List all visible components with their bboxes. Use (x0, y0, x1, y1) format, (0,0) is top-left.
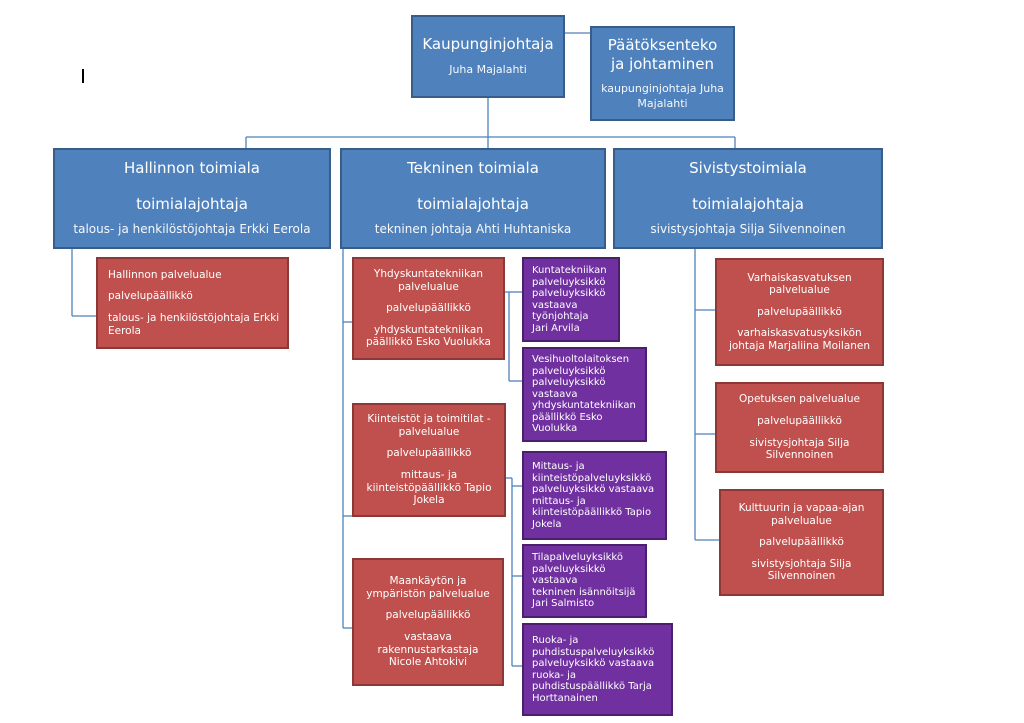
vesihuolto-line: Vuolukka (532, 423, 578, 435)
vesihuolto-line: palveluyksikkö (532, 377, 606, 389)
sivistys-title: Sivistystoimiala (689, 158, 807, 177)
hallinnon-palvelualue-role: palvelupäällikkö (108, 290, 193, 303)
kuntatekniikka-line: työnjohtaja (532, 311, 589, 322)
vesihuolto-line: yhdyskuntatekniikan (532, 400, 636, 412)
kiinteisto-person: mittaus- ja kiinteistöpäällikkö Tapio Jo… (366, 469, 492, 507)
mittaus-line: mittaus- ja (532, 495, 586, 507)
box-hallinnon-palvelualue: Hallinnon palvelualue palvelupäällikkö t… (96, 257, 289, 349)
maankaytto-role: palvelupäällikkö (385, 609, 471, 622)
vesihuolto-line: vastaava (532, 388, 578, 400)
box-maankayton-palvelualue: Maankäytön ja ympäristön palvelualue pal… (352, 558, 504, 686)
hallinto-title: Hallinnon toimiala (124, 158, 260, 177)
tilapalvelu-line: Jari Salmisto (532, 598, 595, 610)
ruoka-line: palveluyksikkö vastaava (532, 658, 655, 669)
ruoka-line: ruoka- ja (532, 669, 577, 681)
opetus-name: Opetuksen palvelualue (739, 393, 860, 406)
tekninen-role: toimialajohtaja (417, 194, 529, 213)
mittaus-line: kiinteistöpalveluyksikkö (532, 472, 652, 484)
hallinnon-palvelualue-person: talous- ja henkilöstöjohtaja Erkki Eerol… (108, 312, 280, 337)
paatoksenteko-subtitle: kaupunginjohtaja Juha Majalahti (601, 82, 724, 110)
maankaytto-person: vastaava rakennustarkastaja Nicole Ahtok… (377, 631, 479, 669)
opetus-role: palvelupäällikkö (757, 414, 842, 427)
box-vesihuoltolaitoksen-palveluyksikko: Vesihuoltolaitoksen palveluyksikkö palve… (522, 347, 647, 442)
yhdyskunta-name: Yhdyskuntatekniikan palvelualue (373, 268, 484, 293)
kulttuuri-role: palvelupäällikkö (759, 536, 844, 549)
box-yhdyskuntatekniikan-palvelualue: Yhdyskuntatekniikan palvelualue palvelup… (352, 257, 505, 360)
box-mittaus-palveluyksikko: Mittaus- ja kiinteistöpalveluyksikkö pal… (522, 451, 667, 540)
box-kulttuurin-palvelualue: Kulttuurin ja vapaa-ajan palvelualue pal… (719, 489, 884, 596)
mittaus-line: Jokela (532, 518, 562, 530)
box-varhaiskasvatuksen-palvelualue: Varhaiskasvatuksen palvelualue palvelupä… (715, 258, 884, 366)
varhaiskasvatus-name: Varhaiskasvatuksen palvelualue (747, 271, 852, 297)
sivistys-role: toimialajohtaja (692, 194, 804, 213)
ruoka-line: puhdistuspäällikkö Tarja (532, 681, 652, 692)
yhdyskunta-role: palvelupäällikkö (386, 302, 471, 315)
box-opetuksen-palvelualue: Opetuksen palvelualue palvelupäällikkö s… (715, 382, 884, 473)
tekninen-person: tekninen johtaja Ahti Huhtaniska (374, 222, 572, 237)
mittaus-line: Mittaus- ja (532, 461, 585, 472)
box-tilapalveluyksikko: Tilapalveluyksikkö palveluyksikkö vastaa… (522, 544, 647, 618)
vesihuolto-line: palveluyksikkö (532, 365, 606, 377)
varhaiskasvatus-person: varhaiskasvatusyksikön johtaja Marjaliin… (728, 327, 871, 352)
box-sivistystoimiala: Sivistystoimiala toimialajohtaja sivisty… (613, 148, 883, 249)
tilapalvelu-line: palveluyksikkö (532, 563, 606, 575)
kuntatekniikka-line: palveluyksikkö (532, 276, 606, 288)
tilapalvelu-line: tekninen isännöitsijä (532, 586, 636, 598)
kaupunginjohtaja-title: Kaupunginjohtaja (422, 35, 554, 54)
box-paatoksenteko: Päätöksenteko ja johtaminen kaupunginjoh… (590, 26, 735, 121)
kulttuuri-person: sivistysjohtaja Silja Silvennoinen (751, 557, 852, 583)
box-ruoka-puhdistuspalveluyksikko: Ruoka- ja puhdistuspalveluyksikkö palvel… (522, 623, 673, 716)
kuntatekniikka-line: Kuntatekniikan (532, 265, 607, 276)
ruoka-line: puhdistuspalveluyksikkö (532, 646, 655, 658)
vesihuolto-line: Vesihuoltolaitoksen (532, 354, 630, 366)
tilapalvelu-line: vastaava (532, 575, 578, 587)
kiinteisto-role: palvelupäällikkö (386, 447, 472, 460)
paatoksenteko-title-line2: ja johtaminen (610, 54, 715, 73)
box-kuntatekniikan-palveluyksikko: Kuntatekniikan palveluyksikkö palveluyks… (522, 257, 620, 342)
hallinto-role: toimialajohtaja (136, 194, 248, 213)
ruoka-line: Horttanainen (532, 692, 598, 704)
ruoka-line: Ruoka- ja (532, 635, 579, 646)
sivistys-person: sivistysjohtaja Silja Silvennoinen (650, 222, 846, 237)
box-kiinteistot-palvelualue: Kiinteistöt ja toimitilat -palvelualue p… (352, 403, 506, 517)
varhaiskasvatus-role: palvelupäällikkö (757, 305, 842, 318)
tekninen-title: Tekninen toimiala (407, 158, 539, 177)
hallinnon-palvelualue-name: Hallinnon palvelualue (108, 268, 222, 281)
kiinteisto-name: Kiinteistöt ja toimitilat -palvelualue (367, 413, 491, 438)
kuntatekniikka-line: vastaava (532, 299, 578, 311)
yhdyskunta-person: yhdyskuntatekniikan päällikkö Esko Vuolu… (366, 323, 491, 349)
mittaus-line: kiinteistöpäällikkö Tapio (532, 507, 652, 518)
hallinto-person: talous- ja henkilöstöjohtaja Erkki Eerol… (73, 222, 311, 237)
text-cursor (82, 69, 84, 83)
tilapalvelu-line: Tilapalveluyksikkö (532, 552, 623, 564)
kaupunginjohtaja-name: Juha Majalahti (449, 63, 527, 77)
opetus-person: sivistysjohtaja Silja Silvennoinen (749, 436, 850, 462)
maankaytto-name: Maankäytön ja ympäristön palvelualue (366, 575, 490, 600)
box-kaupunginjohtaja: Kaupunginjohtaja Juha Majalahti (411, 15, 565, 98)
paatoksenteko-title-line1: Päätöksenteko (607, 35, 718, 54)
kulttuuri-name: Kulttuurin ja vapaa-ajan palvelualue (738, 502, 865, 527)
kuntatekniikka-line: palveluyksikkö (532, 288, 606, 299)
box-hallinnon-toimiala: Hallinnon toimiala toimialajohtaja talou… (53, 148, 331, 249)
kuntatekniikka-line: Jari Arvila (532, 322, 580, 334)
mittaus-line: palveluyksikkö vastaava (532, 484, 655, 495)
vesihuolto-line: päällikkö Esko (532, 411, 603, 423)
box-tekninen-toimiala: Tekninen toimiala toimialajohtaja teknin… (340, 148, 606, 249)
